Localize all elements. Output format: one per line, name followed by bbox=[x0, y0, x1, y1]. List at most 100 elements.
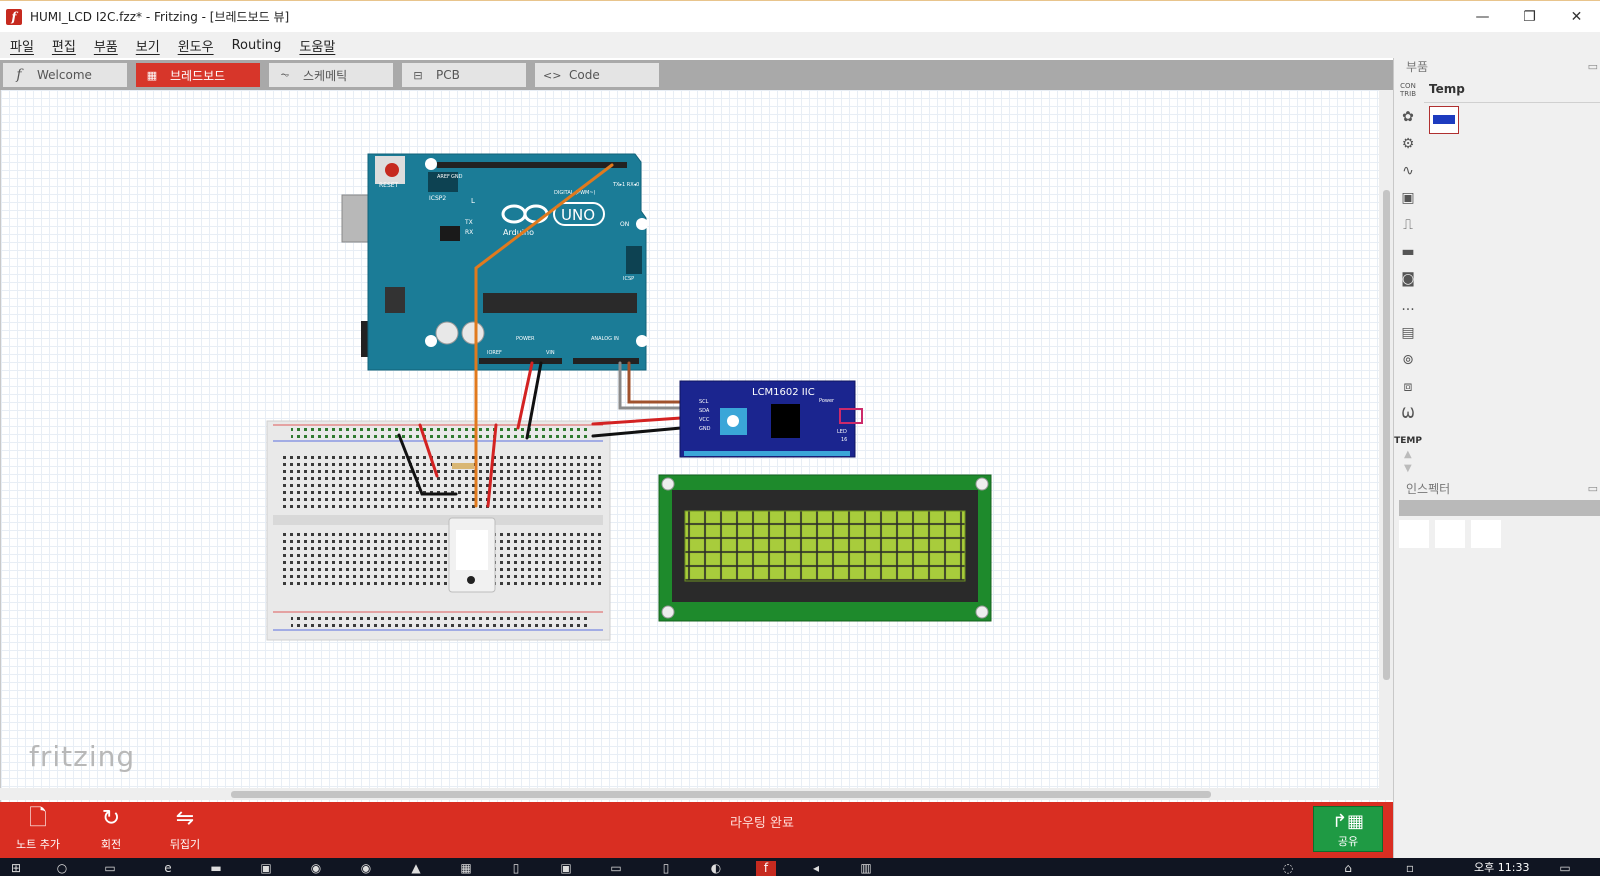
pin-sda-label: SDA bbox=[699, 408, 710, 414]
app-icon[interactable]: ▯ bbox=[662, 861, 670, 875]
lcd-16x2-display[interactable] bbox=[658, 474, 992, 622]
task-view-icon[interactable]: ▭ bbox=[104, 861, 116, 875]
start-icon[interactable]: ⊞ bbox=[10, 861, 22, 875]
bin-scroll-arrows-icon[interactable]: ▲▼ bbox=[1404, 449, 1412, 474]
tab-schematic[interactable]: ⏦ 스케메틱 bbox=[269, 63, 393, 87]
close-icon[interactable]: ✕ bbox=[1570, 9, 1583, 25]
bin-wave-icon[interactable]: ∿ bbox=[1402, 163, 1414, 179]
bin-contrib[interactable]: CON TRIB bbox=[1399, 82, 1416, 98]
bin-chip-icon[interactable]: ▣ bbox=[1401, 190, 1415, 206]
menu-window[interactable]: 윈도우 bbox=[177, 39, 214, 55]
temp-part-thumbnail[interactable] bbox=[1429, 106, 1459, 134]
scroll-thumb[interactable] bbox=[1383, 190, 1390, 680]
dock-float-icon[interactable]: ▭ bbox=[1587, 60, 1598, 73]
divider bbox=[1424, 102, 1600, 103]
folder-icon[interactable]: ▬ bbox=[210, 861, 222, 875]
scroll-thumb[interactable] bbox=[231, 791, 1211, 798]
menu-help[interactable]: 도움말 bbox=[299, 39, 336, 55]
tab-welcome[interactable]: f Welcome bbox=[3, 63, 127, 87]
wires bbox=[397, 163, 683, 508]
chrome-icon[interactable]: ◉ bbox=[310, 861, 322, 875]
icsp2-label: ICSP2 bbox=[429, 195, 446, 202]
resistor-icon: ⏦ bbox=[280, 68, 290, 81]
app-icon[interactable]: ▭ bbox=[610, 861, 622, 875]
app-icon[interactable]: ▲ bbox=[411, 861, 421, 875]
tray-icon[interactable]: ◌ bbox=[1282, 861, 1294, 875]
vin-label: VIN bbox=[546, 350, 555, 356]
menu-view[interactable]: 보기 bbox=[135, 39, 160, 55]
fritzing-f-icon: f bbox=[16, 67, 22, 83]
bin-pulse-icon[interactable]: ⎍ bbox=[1403, 217, 1413, 233]
inspector-title: 인스펙터 bbox=[1406, 482, 1451, 496]
search-icon[interactable]: ○ bbox=[56, 861, 68, 875]
vertical-scrollbar[interactable] bbox=[1379, 90, 1393, 788]
minimize-icon[interactable]: — bbox=[1475, 9, 1490, 25]
bin-button-icon[interactable]: ◙ bbox=[1401, 271, 1415, 287]
notification-icon[interactable]: ▭ bbox=[1559, 861, 1571, 875]
app-icon[interactable]: ◉ bbox=[360, 861, 372, 875]
tab-label: 브레드보드 bbox=[170, 68, 226, 83]
bin-sparkfun-icon[interactable]: ✿ bbox=[1402, 109, 1414, 125]
title-bar: f HUMI_LCD I2C.fzz* - Fritzing - [브레드보드 … bbox=[0, 0, 1600, 32]
breadboard-canvas[interactable]: RESET ICSP2 L TX RX AREF GND DIGITAL (PW… bbox=[0, 90, 1393, 802]
rx-label: RX bbox=[465, 229, 473, 236]
flip-button[interactable]: ⇋ 뒤집기 bbox=[150, 806, 220, 852]
tray-icon[interactable]: ▫ bbox=[1405, 861, 1415, 875]
menu-file[interactable]: 파일 bbox=[10, 39, 34, 55]
app-icon[interactable]: ▣ bbox=[560, 861, 572, 875]
vscode-icon[interactable]: ◂ bbox=[812, 861, 820, 875]
bin-resistor-icon[interactable]: ▬ bbox=[1401, 244, 1415, 260]
add-note-button[interactable]: 🗋 노트 추가 bbox=[3, 806, 73, 852]
i2c-lcd-module[interactable]: LCM1602 IIC SCL SDA VCC GND Power LED 16 bbox=[679, 380, 863, 458]
tab-code[interactable]: <> Code bbox=[535, 63, 659, 87]
share-button[interactable]: ↱▦ 공유 bbox=[1313, 806, 1383, 852]
bin-temp[interactable]: TEMP bbox=[1394, 436, 1422, 446]
store-icon[interactable]: ▣ bbox=[260, 861, 272, 875]
rotate-button[interactable]: ↻ 회전 bbox=[76, 806, 146, 852]
flip-icon: ⇋ bbox=[175, 806, 195, 831]
window-controls: — ❐ ✕ bbox=[1459, 1, 1600, 33]
bin-gear-icon[interactable]: ⚙ bbox=[1401, 136, 1415, 152]
share-icon: ↱▦ bbox=[1331, 811, 1365, 832]
restore-icon[interactable]: ❐ bbox=[1523, 9, 1536, 25]
app-icon[interactable]: ◐ bbox=[710, 861, 722, 875]
power-label: POWER bbox=[516, 336, 535, 342]
inspector-view-schematic[interactable] bbox=[1435, 520, 1465, 548]
dht-sensor[interactable] bbox=[448, 517, 496, 593]
right-dock: 부품 ▭ CON TRIB ✿ ⚙ ∿ ▣ ⎍ ▬ ◙ ... ▤ ⊚ ⧈ Ѡ … bbox=[1393, 58, 1600, 858]
led-jumper-label: LED bbox=[837, 429, 847, 435]
dock-float-icon[interactable]: ▭ bbox=[1587, 482, 1598, 495]
bin-antenna-icon[interactable]: ⊚ bbox=[1402, 352, 1414, 368]
document-icon[interactable]: ▯ bbox=[512, 861, 520, 875]
edge-icon[interactable]: e bbox=[164, 861, 172, 875]
tray-icon[interactable]: ⌂ bbox=[1344, 861, 1352, 875]
inspector-view-breadboard[interactable] bbox=[1399, 520, 1429, 548]
menu-part[interactable]: 부품 bbox=[93, 39, 118, 55]
aref-label: AREF bbox=[437, 174, 450, 180]
tab-pcb[interactable]: ⊟ PCB bbox=[402, 63, 526, 87]
bin-omega-icon[interactable]: Ѡ bbox=[1401, 406, 1415, 422]
uno-label: UNO bbox=[561, 206, 595, 224]
bin-robot-icon[interactable]: ⧈ bbox=[1403, 379, 1413, 395]
view-tab-bar: f Welcome ▦ 브레드보드 ⏦ 스케메틱 ⊟ PCB <> Code bbox=[0, 60, 1393, 90]
horizontal-scrollbar[interactable] bbox=[0, 788, 1393, 800]
inspector-view-pcb[interactable] bbox=[1471, 520, 1501, 548]
taskbar-clock[interactable]: 오후 11:33 bbox=[1474, 861, 1530, 874]
parts-panel-title: 부품 bbox=[1406, 60, 1429, 74]
routing-status: 라우팅 완료 bbox=[730, 816, 794, 831]
menu-edit[interactable]: 편집 bbox=[51, 39, 76, 55]
menu-routing[interactable]: Routing bbox=[231, 37, 282, 53]
tab-breadboard[interactable]: ▦ 브레드보드 bbox=[136, 63, 260, 87]
resistor[interactable] bbox=[452, 463, 474, 469]
app-icon[interactable]: ▦ bbox=[460, 861, 472, 875]
app-icon[interactable]: ▥ bbox=[860, 861, 872, 875]
arduino-uno-board[interactable]: RESET ICSP2 L TX RX AREF GND DIGITAL (PW… bbox=[341, 153, 648, 371]
bin-ic-icon[interactable]: ▤ bbox=[1401, 325, 1415, 341]
parts-bin-list: CON TRIB ✿ ⚙ ∿ ▣ ⎍ ▬ ◙ ... ▤ ⊚ ⧈ Ѡ TEMP bbox=[1394, 78, 1422, 478]
bin-more-icon[interactable]: ... bbox=[1401, 298, 1415, 314]
reset-label: RESET bbox=[379, 182, 399, 189]
fritzing-watermark: fritzing bbox=[29, 740, 136, 773]
fritzing-taskbar-icon[interactable]: f bbox=[756, 861, 776, 876]
breadboard[interactable] bbox=[266, 420, 611, 641]
